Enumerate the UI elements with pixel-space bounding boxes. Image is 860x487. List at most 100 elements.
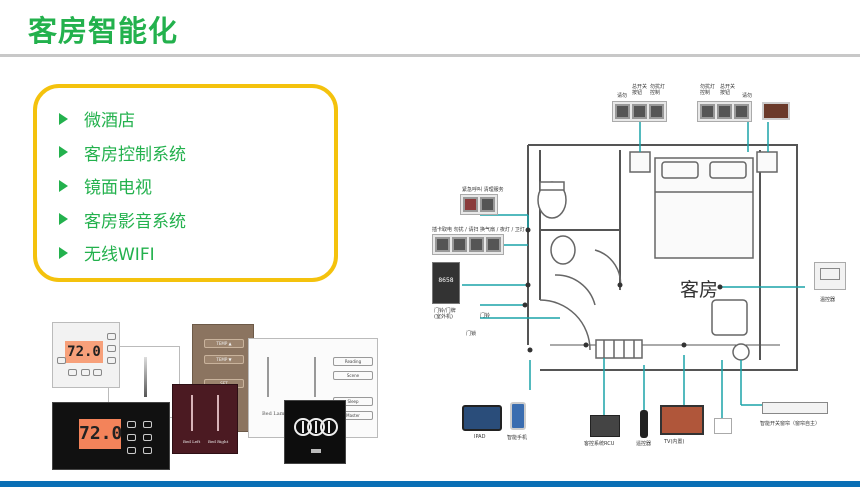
mode-button <box>127 421 136 428</box>
rotary-buttons-icon <box>294 418 338 453</box>
fp-label: 门铃/门牌 (室外机) <box>434 308 456 320</box>
black-thermostat: 72.0 <box>52 402 170 470</box>
switch-button <box>734 104 749 119</box>
fp-label: 智能手机 <box>507 435 528 441</box>
arrow-right-icon <box>59 112 68 125</box>
keypad-number: 8658 <box>438 277 454 284</box>
scene-button: Scene <box>333 371 373 380</box>
fp-label: 勿扰灯 控制 <box>700 84 716 96</box>
down-button <box>107 345 116 352</box>
switch-button <box>700 104 715 119</box>
scene-button: Reading <box>333 357 373 366</box>
switch-button <box>717 104 732 119</box>
fp-label: 插卡取电 勿扰 / 请扫 换气扇 / 夜灯 / 卫灯 <box>432 227 525 233</box>
feature-label: 无线WIFI <box>84 245 155 266</box>
phone-device <box>510 402 526 430</box>
fp-label: IPAD <box>474 434 486 440</box>
switch-button <box>615 104 630 119</box>
fp-label: 请勿 <box>617 93 628 99</box>
temp-down-button: TEMP ▼ <box>204 355 244 364</box>
panel-caption: Bed Right <box>208 439 229 444</box>
switch-button <box>452 237 467 252</box>
maroon-switch-panel: Bed Left Bed Right <box>172 384 238 454</box>
router-device <box>714 418 732 434</box>
white-thermostat: 72.0 <box>52 322 120 388</box>
switch-group-top-right <box>697 101 752 122</box>
switch-button <box>632 104 647 119</box>
bottom-bar <box>0 481 860 487</box>
slider-track <box>267 357 269 397</box>
fp-label: TV(内置) <box>664 439 685 445</box>
switch-button <box>649 104 664 119</box>
feature-box: 微酒店 客房控制系统 镜面电视 客房影音系统 无线WIFI <box>33 84 338 282</box>
thermostat-display: 72.0 <box>65 341 103 363</box>
curtain-controller <box>762 402 828 414</box>
fp-label: 勿扰灯 控制 <box>650 84 666 96</box>
remote-control <box>640 410 648 438</box>
feature-item: 客房控制系统 <box>59 136 186 170</box>
temp-up-button: TEMP ▲ <box>204 339 244 348</box>
switch-button <box>480 197 495 212</box>
wall-thermostat <box>814 262 846 290</box>
feature-item: 微酒店 <box>59 102 186 136</box>
slider-track <box>314 357 316 397</box>
arrow-right-icon <box>59 213 68 226</box>
dimmer-track <box>191 395 193 431</box>
room-label: 客房 <box>680 279 719 301</box>
page-title: 客房智能化 <box>28 14 179 48</box>
fp-label: 紧急呼叫 清理服务 <box>462 187 504 193</box>
feature-item: 镜面电视 <box>59 169 186 203</box>
fp-label: 门铃 <box>480 313 491 319</box>
title-divider <box>0 54 860 57</box>
fp-label: 客控系统RCU <box>584 441 615 447</box>
switch-button <box>486 237 501 252</box>
thermostat-display: 72.0 <box>79 419 122 449</box>
set-button <box>143 447 152 454</box>
dimmer-track <box>144 357 147 397</box>
up-button <box>127 434 136 441</box>
switch-group-top-left <box>612 101 667 122</box>
up-button <box>107 333 116 340</box>
feature-item: 客房影音系统 <box>59 203 186 237</box>
power-button <box>81 369 90 376</box>
aux-button <box>107 357 116 364</box>
mode-button <box>57 357 66 364</box>
panel-caption: Bed Left <box>183 439 201 444</box>
fp-label: 总开关 按钮 <box>632 84 648 96</box>
thermostat-screen <box>820 268 840 280</box>
ipad-device <box>462 405 502 431</box>
switch-button <box>469 237 484 252</box>
fp-label: 请勿 <box>742 93 753 99</box>
black-rotary-panel <box>284 400 346 464</box>
fp-label: 遥控器 <box>636 441 652 447</box>
feature-label: 微酒店 <box>84 111 135 132</box>
doorbell-screen <box>762 102 790 120</box>
tv-screen <box>660 405 704 435</box>
arrow-right-icon <box>59 146 68 159</box>
power-button <box>127 447 136 454</box>
fp-label: 智能开关窗帘（窗帘自主） <box>760 421 821 427</box>
feature-label: 客房影音系统 <box>84 211 186 232</box>
white-scene-panel: Bed Lamp Reading Scene Sleep Master <box>248 338 378 438</box>
switch-button <box>463 197 478 212</box>
down-button <box>143 434 152 441</box>
arrow-right-icon <box>59 179 68 192</box>
feature-label: 镜面电视 <box>84 178 152 199</box>
rcu-box <box>590 415 620 437</box>
doorplate-keypad: 8658 <box>432 262 460 304</box>
feature-item: 无线WIFI <box>59 236 186 270</box>
fp-label: 总开关 按钮 <box>720 84 736 96</box>
arrow-right-icon <box>59 246 68 259</box>
panel-caption: Bed Lamp <box>262 411 288 417</box>
switch-button <box>435 237 450 252</box>
fan-button <box>68 369 77 376</box>
feature-list: 微酒店 客房控制系统 镜面电视 客房影音系统 无线WIFI <box>59 102 186 270</box>
bathroom-switch <box>432 234 504 255</box>
fp-label: 温控器 <box>820 297 836 303</box>
set-button <box>93 369 102 376</box>
service-switch <box>460 194 498 215</box>
fp-label: 门锁 <box>466 331 477 337</box>
dimmer-track <box>217 395 219 431</box>
feature-label: 客房控制系统 <box>84 144 186 165</box>
fan-button <box>143 421 152 428</box>
